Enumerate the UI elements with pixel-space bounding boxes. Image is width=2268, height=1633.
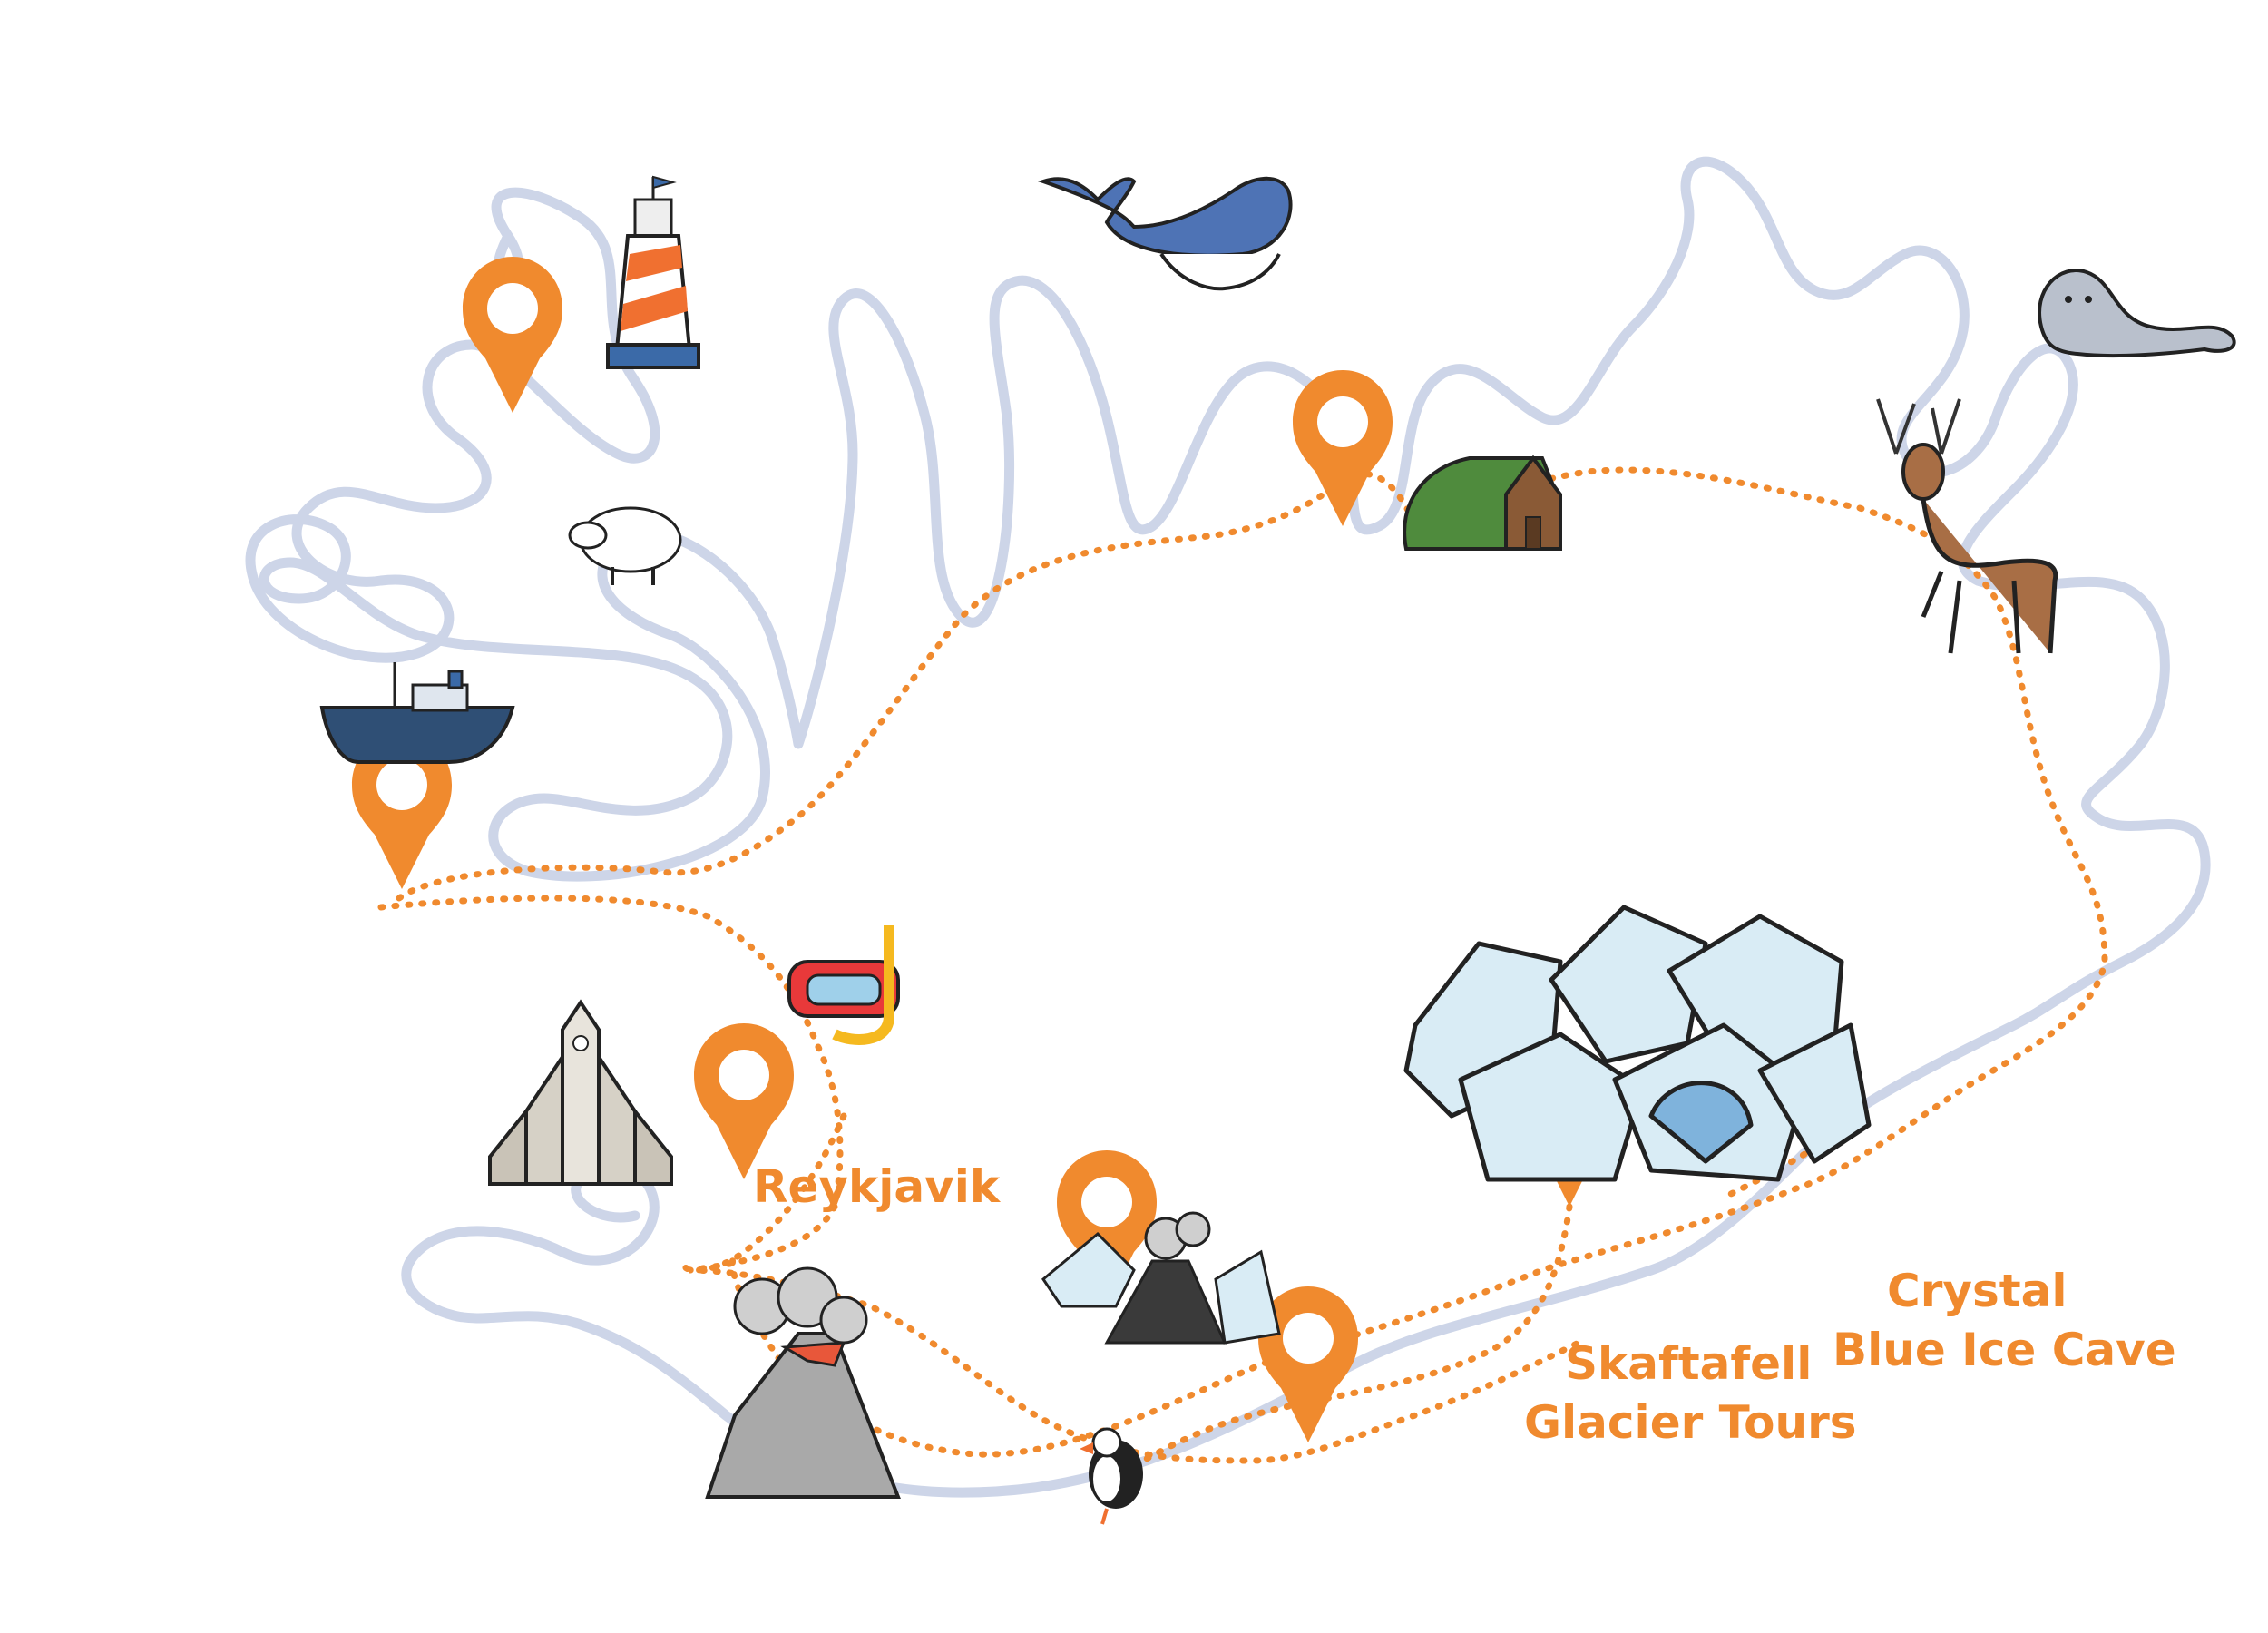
reindeer-icon (1876, 398, 2058, 654)
lighthouse-icon (606, 175, 700, 369)
puffin-icon (1080, 1427, 1143, 1525)
glacier-cave-icon (1403, 905, 1872, 1182)
crystal-label-line1: Crystal (1887, 1265, 2068, 1317)
fishing-boat-icon (319, 662, 515, 764)
church-icon (488, 999, 673, 1186)
skaftafell-label-line2: Glacier Tours (1524, 1396, 1857, 1449)
whale-icon (1037, 176, 1293, 291)
volcano-icon (705, 1266, 901, 1499)
map-pin-icon[interactable] (460, 242, 565, 413)
route-east-branch (1085, 1203, 1573, 1491)
seal-icon (2038, 269, 2236, 358)
crystal-label-line2: Blue Ice Cave (1833, 1324, 2176, 1376)
route-main-loop (396, 466, 2108, 1458)
skaftafell-label-line1: Skaftafell (1565, 1337, 1812, 1390)
map-pin-icon[interactable] (691, 1009, 797, 1179)
sheep-icon (568, 506, 682, 585)
route-inner (681, 1112, 847, 1274)
turf-house-icon (1403, 455, 1562, 551)
route-south-coast (377, 895, 1582, 1464)
volcano-glacier-icon (1041, 1211, 1281, 1345)
reykjavik-label: Reykjavik (753, 1160, 1002, 1213)
snorkel-mask-icon (787, 925, 900, 1045)
